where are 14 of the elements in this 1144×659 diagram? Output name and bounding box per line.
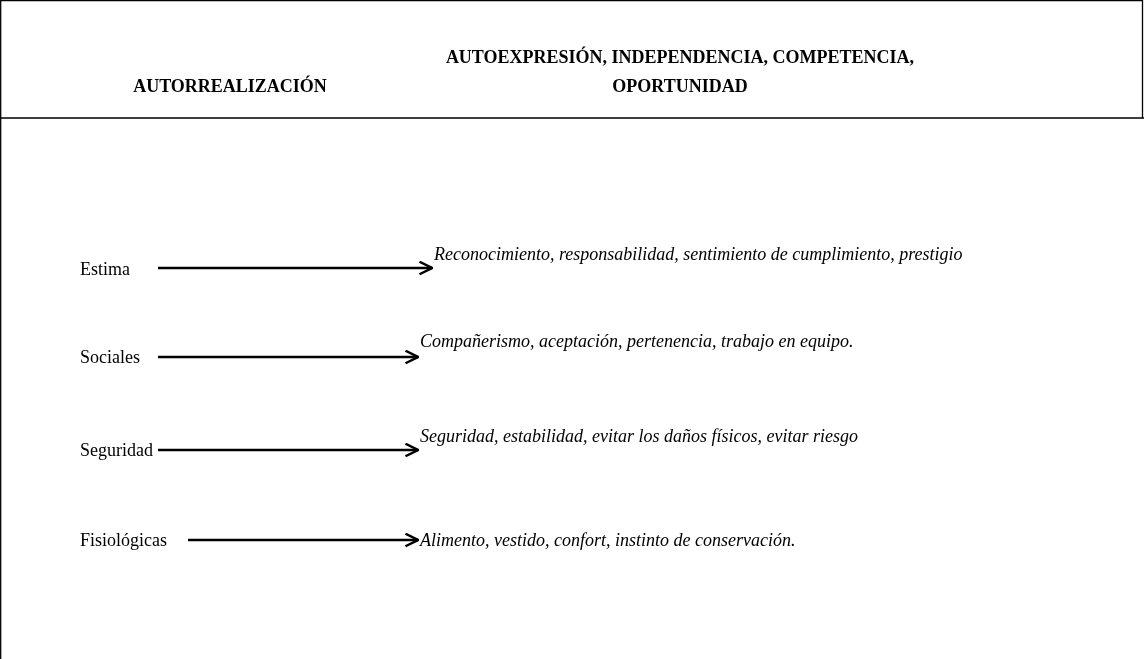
- arrow: [158, 260, 434, 276]
- need-label: Fisiológicas: [80, 528, 167, 552]
- need-description: Compañerismo, aceptación, pertenencia, trabajo en equipo.: [420, 331, 854, 351]
- need-label: Seguridad: [80, 438, 153, 462]
- arrow: [158, 349, 420, 365]
- column-heading: AUTORREALIZACIÓN: [132, 74, 328, 98]
- need-label: Estima: [80, 257, 130, 281]
- need-description: Seguridad, estabilidad, evitar los daños físicos, evitar riesgo: [420, 426, 858, 446]
- need-description: Alimento, vestido, confort, instinto de conservación.: [420, 530, 796, 550]
- need-label: Sociales: [80, 345, 140, 369]
- column-heading: AUTOEXPRESIÓN, INDEPENDENCIA, COMPETENCIA, OPORTUNIDAD: [444, 45, 916, 98]
- need-description: Reconocimiento, responsabilidad, sentimiento de cumplimiento, prestigio: [434, 244, 963, 264]
- arrow: [188, 532, 420, 548]
- arrow: [158, 442, 420, 458]
